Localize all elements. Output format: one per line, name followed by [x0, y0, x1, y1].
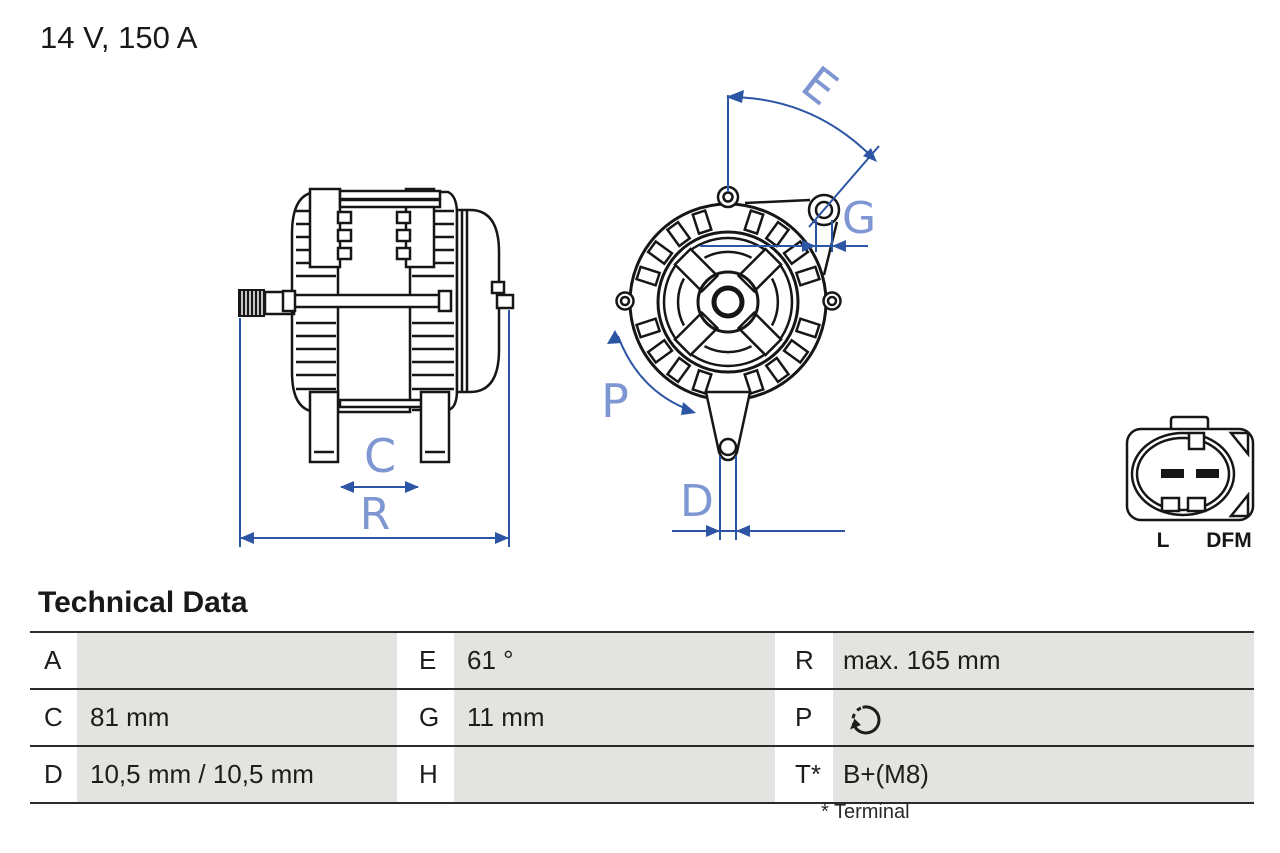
spec-label-g: G	[397, 690, 454, 745]
mounting-lug	[419, 390, 451, 464]
dimension-label-e: E	[792, 55, 848, 115]
section-heading: Technical Data	[38, 586, 248, 619]
connector-pin	[1161, 469, 1184, 478]
dimension-p: P	[601, 330, 696, 428]
spec-label-p: P	[775, 690, 833, 745]
spec-value-e: 61 °	[454, 633, 775, 688]
connector-pin	[1196, 469, 1219, 478]
spec-label-e: E	[397, 633, 454, 688]
dimension-label-p: P	[601, 374, 629, 428]
spec-label-r: R	[775, 633, 833, 688]
technical-data-table: A E 61 ° R max. 165 mm C 81 mm G 11 mm P…	[30, 631, 1254, 804]
dimension-label-c: C	[364, 429, 396, 483]
alternator-side-view	[238, 187, 515, 464]
spec-value-c: 81 mm	[77, 690, 397, 745]
shaft-hole	[711, 285, 745, 319]
spec-label-a: A	[30, 633, 77, 688]
spec-value-g: 11 mm	[454, 690, 775, 745]
technical-drawing: C R	[238, 55, 1255, 552]
dimension-d: D	[672, 456, 845, 540]
spec-label-t: T*	[775, 747, 833, 802]
spec-value-p	[833, 690, 1254, 745]
dimension-label-d: D	[680, 476, 714, 527]
connector-diagram: L DFM	[1125, 415, 1255, 552]
rear-cover	[455, 208, 501, 394]
terminal-stud	[490, 280, 506, 295]
dimension-r: R	[239, 310, 510, 547]
through-bolt	[292, 293, 442, 309]
page-title: 14 V, 150 A	[40, 20, 198, 55]
spec-label-h: H	[397, 747, 454, 802]
dimension-g: G	[700, 193, 876, 252]
alternator-front-view	[615, 185, 842, 462]
spec-value-h	[454, 747, 775, 802]
vent-slots	[635, 209, 821, 395]
dimension-c: C	[340, 429, 419, 493]
terminal-stud	[495, 293, 515, 310]
dimension-label-g: G	[842, 193, 876, 244]
spec-value-r: max. 165 mm	[833, 633, 1254, 688]
rotation-direction-icon	[850, 704, 881, 734]
table-row: D 10,5 mm / 10,5 mm H T* B+(M8)	[30, 747, 1254, 804]
mounting-lug	[308, 390, 340, 464]
connector-pin-label-dfm: DFM	[1206, 529, 1252, 552]
spec-label-d: D	[30, 747, 77, 802]
dimension-label-r: R	[360, 489, 391, 540]
table-row: A E 61 ° R max. 165 mm	[30, 633, 1254, 690]
bottom-mounting-ear	[704, 390, 752, 462]
spec-value-t: B+(M8)	[833, 747, 1254, 802]
spec-label-c: C	[30, 690, 77, 745]
connector-pin-label-l: L	[1157, 529, 1170, 552]
spec-value-d: 10,5 mm / 10,5 mm	[77, 747, 397, 802]
spec-value-a	[77, 633, 397, 688]
table-row: C 81 mm G 11 mm P	[30, 690, 1254, 747]
terminal-footnote: * Terminal	[821, 801, 910, 823]
